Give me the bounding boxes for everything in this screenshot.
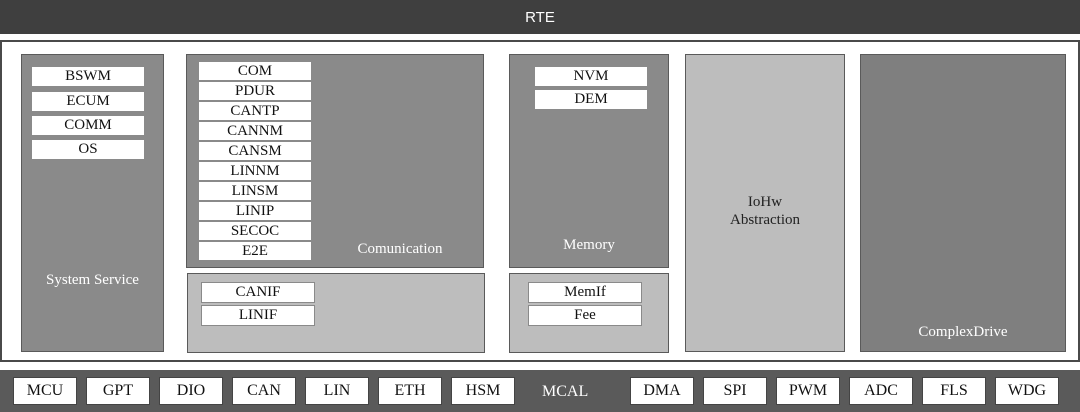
module-fee: Fee xyxy=(528,305,642,326)
module-bswm: BSWM xyxy=(31,66,145,87)
module-e2e: E2E xyxy=(198,241,312,261)
mcal-eth: ETH xyxy=(378,377,442,405)
system-service-label: System Service xyxy=(46,272,139,288)
module-linnm: LINNM xyxy=(198,161,312,181)
module-cantp: CANTP xyxy=(198,101,312,121)
mcal-fls: FLS xyxy=(922,377,986,405)
mcal-adc: ADC xyxy=(849,377,913,405)
iohw-label-line1: IoHw xyxy=(747,194,783,210)
module-cannm: CANNM xyxy=(198,121,312,141)
mcal-dio: DIO xyxy=(159,377,223,405)
module-linip: LINIP xyxy=(198,201,312,221)
module-os: OS xyxy=(31,139,145,160)
module-linif: LINIF xyxy=(201,305,315,326)
complex-drive-label: ComplexDrive xyxy=(918,324,1008,340)
module-cansm: CANSM xyxy=(198,141,312,161)
complex-drive-block xyxy=(860,54,1066,352)
mcal-wdg: WDG xyxy=(995,377,1059,405)
iohw-label: IoHw Abstraction xyxy=(685,193,845,229)
rte-layer: RTE xyxy=(0,0,1080,34)
mcal-mcu: MCU xyxy=(13,377,77,405)
communication-label: Comunication xyxy=(357,241,443,257)
mcal-can: CAN xyxy=(232,377,296,405)
module-memif: MemIf xyxy=(528,282,642,303)
module-ecum: ECUM xyxy=(31,91,145,112)
mcal-gpt: GPT xyxy=(86,377,150,405)
module-canif: CANIF xyxy=(201,282,315,303)
iohw-abstraction-block xyxy=(685,54,845,352)
memory-label: Memory xyxy=(563,237,615,253)
module-secoc: SECOC xyxy=(198,221,312,241)
mcal-dma: DMA xyxy=(630,377,694,405)
module-com: COM xyxy=(198,61,312,81)
mcal-pwm: PWM xyxy=(776,377,840,405)
module-dem: DEM xyxy=(534,89,648,110)
module-pdur: PDUR xyxy=(198,81,312,101)
mcal-spi: SPI xyxy=(703,377,767,405)
iohw-label-line2: Abstraction xyxy=(730,212,800,228)
mcal-label: MCAL xyxy=(542,383,589,400)
module-nvm: NVM xyxy=(534,66,648,87)
module-linsm: LINSM xyxy=(198,181,312,201)
module-comm: COMM xyxy=(31,115,145,136)
mcal-lin: LIN xyxy=(305,377,369,405)
mcal-hsm: HSM xyxy=(451,377,515,405)
